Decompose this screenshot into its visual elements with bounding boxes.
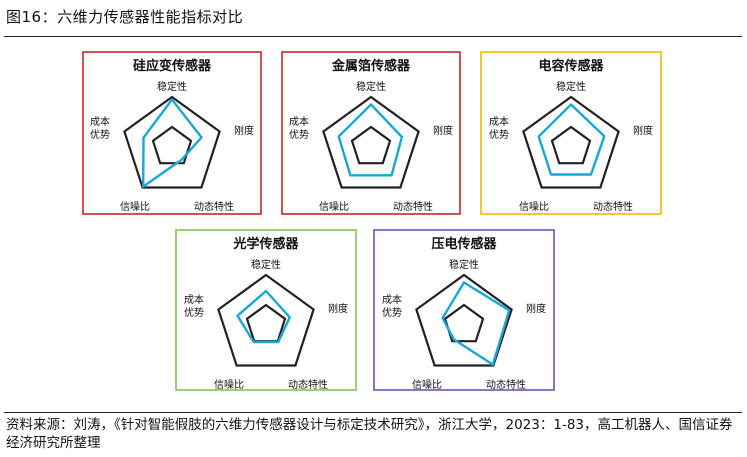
- data-point: [337, 135, 340, 138]
- title-divider: [4, 36, 742, 37]
- data-point: [180, 159, 183, 161]
- axis-label: 成本优势: [382, 293, 402, 319]
- data-polygon: [537, 103, 606, 176]
- axis-label: 刚度: [433, 124, 453, 137]
- data-point: [288, 316, 291, 319]
- outer-pentagon: [415, 273, 513, 367]
- chart-title: 电容传感器: [538, 58, 604, 74]
- axis-label: 动态特性: [194, 200, 234, 213]
- data-point: [537, 135, 540, 138]
- axis-label: 成本优势: [289, 115, 309, 141]
- source-note: 资料来源：刘涛，《针对智能假肢的六维力传感器设计与标定技术研究》，浙江大学，20…: [6, 417, 733, 451]
- axis-label: 信噪比: [214, 379, 244, 391]
- outer-pentagon: [217, 273, 315, 367]
- inner-pentagon: [151, 125, 193, 165]
- inner-pentagon: [550, 125, 592, 165]
- axis-label: 信噪比: [412, 379, 442, 391]
- axis-label: 刚度: [633, 124, 653, 137]
- axis-label: 刚度: [526, 302, 546, 315]
- data-point: [550, 173, 552, 176]
- axis-label: 成本优势: [489, 115, 509, 141]
- inner-pentagon: [443, 303, 485, 343]
- data-point: [142, 136, 145, 139]
- outer-pentagon: [322, 95, 420, 189]
- outer-pentagon: [522, 95, 620, 189]
- axis-label: 刚度: [328, 302, 348, 315]
- data-point: [441, 317, 444, 319]
- data-point: [349, 174, 352, 177]
- chart-title: 硅应变传感器: [133, 58, 212, 74]
- data-point: [265, 290, 267, 292]
- axis-label: 动态特性: [486, 378, 526, 391]
- data-point: [390, 174, 393, 177]
- data-point: [508, 309, 511, 312]
- data-point: [252, 341, 255, 343]
- data-point: [236, 314, 239, 317]
- panel-border: [281, 51, 461, 215]
- chart-title: 光学传感器: [232, 236, 299, 252]
- data-point: [603, 135, 606, 138]
- data-polygon: [236, 289, 291, 344]
- data-point: [401, 136, 403, 138]
- axis-label: 稳定性: [556, 80, 586, 93]
- axis-label: 信噪比: [319, 201, 349, 213]
- chart-title: 压电传感器: [431, 236, 497, 252]
- axis-label: 稳定性: [449, 258, 479, 271]
- data-point: [171, 98, 173, 101]
- data-point: [570, 103, 572, 106]
- source-divider: [4, 412, 742, 413]
- data-point: [463, 281, 465, 284]
- figure-title: 图16：六维力传感器性能指标对比: [6, 8, 244, 26]
- inner-pentagon: [245, 303, 287, 343]
- data-point: [142, 185, 145, 188]
- data-polygon: [441, 281, 511, 366]
- inner-pentagon: [350, 125, 392, 165]
- data-point: [370, 103, 372, 106]
- panel-border: [373, 229, 555, 391]
- panel-border: [480, 51, 662, 215]
- axis-label: 动态特性: [288, 378, 328, 391]
- axis-label: 动态特性: [393, 200, 433, 213]
- axis-label: 稳定性: [356, 80, 386, 93]
- axis-label: 信噪比: [120, 201, 150, 213]
- data-point: [277, 341, 280, 343]
- data-point: [452, 338, 455, 341]
- axis-label: 成本优势: [184, 293, 204, 319]
- outer-pentagon: [123, 95, 221, 189]
- axis-label: 稳定性: [251, 258, 281, 271]
- data-polygon: [337, 103, 404, 177]
- axis-label: 稳定性: [157, 80, 187, 93]
- axis-label: 刚度: [234, 124, 254, 137]
- data-point: [200, 136, 203, 139]
- axis-label: 信噪比: [519, 201, 549, 213]
- data-point: [590, 173, 592, 176]
- chart-title: 金属箔传感器: [331, 58, 411, 74]
- axis-label: 动态特性: [593, 200, 633, 213]
- panel-border: [82, 51, 262, 215]
- axis-label: 成本优势: [90, 115, 110, 141]
- panel-border: [175, 229, 357, 391]
- data-point: [491, 363, 494, 366]
- data-polygon: [141, 98, 203, 188]
